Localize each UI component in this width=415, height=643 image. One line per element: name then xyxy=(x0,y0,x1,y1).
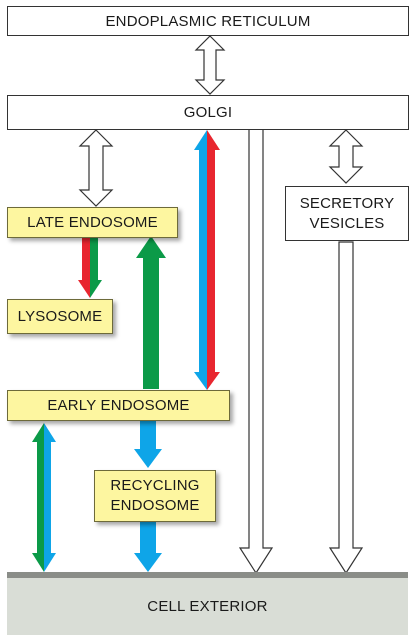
secretory-vesicles-box: SECRETORY VESICLES xyxy=(285,186,409,241)
early-to-late-endosome-arrow xyxy=(136,236,166,389)
lysosome-box: LYSOSOME xyxy=(7,299,113,334)
exterior-early-endosome-double-arrow xyxy=(32,423,56,572)
plasma-membrane xyxy=(7,572,408,578)
late-endosome-box: LATE ENDOSOME xyxy=(7,207,178,238)
golgi-secretory-double-arrow xyxy=(328,129,364,184)
cell-exterior-label: CELL EXTERIOR xyxy=(147,598,268,615)
cell-exterior-box: CELL EXTERIOR xyxy=(7,578,408,635)
golgi-box: GOLGI xyxy=(7,95,409,130)
golgi-label: GOLGI xyxy=(183,104,233,121)
golgi-exterior-hollow-arrow xyxy=(238,128,274,575)
recycling-to-exterior-arrow xyxy=(134,519,162,572)
late-endosome-label: LATE ENDOSOME xyxy=(27,214,158,231)
lysosome-label: LYSOSOME xyxy=(17,308,103,325)
early-to-recycling-endosome-arrow xyxy=(134,421,162,468)
secretory-exterior-hollow-arrow xyxy=(328,241,364,575)
recycling-endosome-box: RECYCLING ENDOSOME xyxy=(94,470,216,522)
early-endosome-label: EARLY ENDOSOME xyxy=(47,397,190,414)
recycling-endosome-line1: RECYCLING xyxy=(110,477,200,494)
er-label: ENDOPLASMIC RETICULUM xyxy=(105,12,311,30)
early-endosome-box: EARLY ENDOSOME xyxy=(7,390,230,421)
recycling-endosome-line2: ENDOSOME xyxy=(110,497,200,514)
golgi-early-endosome-double-arrow xyxy=(194,130,220,390)
secretory-vesicles-line2: VESICLES xyxy=(309,214,385,232)
er-box: ENDOPLASMIC RETICULUM xyxy=(7,6,409,36)
golgi-late-endosome-double-arrow xyxy=(78,129,114,207)
late-endosome-lysosome-arrow xyxy=(78,234,102,298)
er-golgi-double-arrow xyxy=(194,35,226,95)
secretory-vesicles-line1: SECRETORY xyxy=(299,194,395,212)
